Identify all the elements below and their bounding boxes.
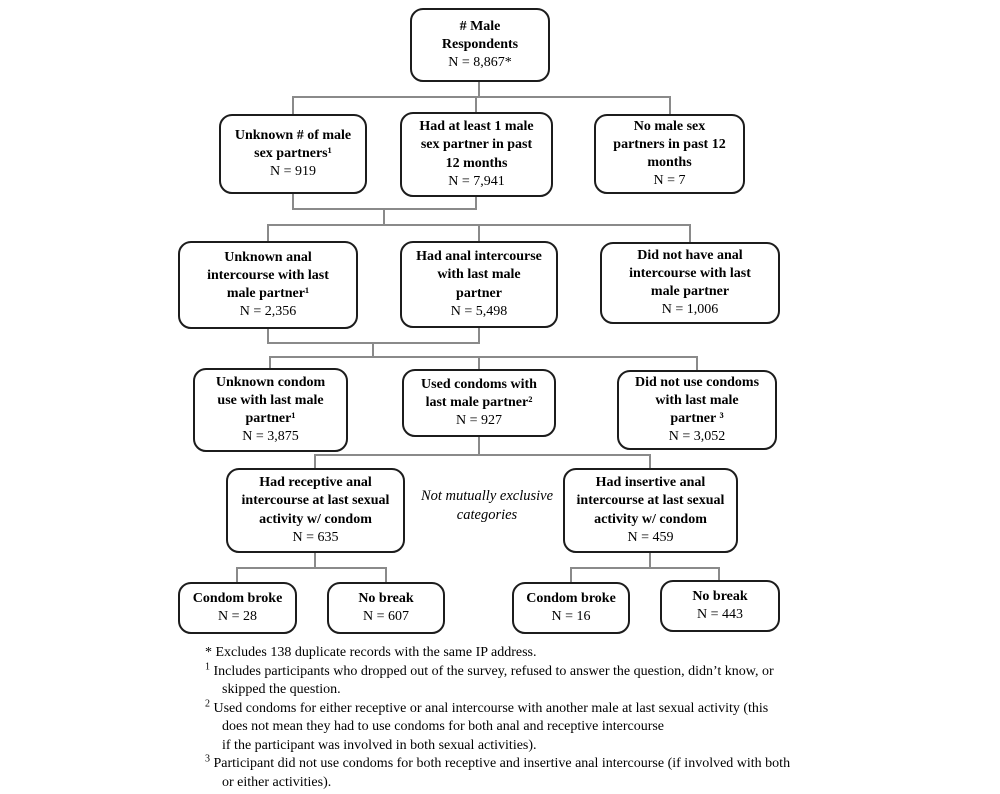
footnote-3: 3 Participant did not use condoms for bo… — [205, 753, 905, 792]
connector-segment — [718, 567, 720, 580]
connector-segment — [478, 437, 480, 456]
footnote-1: 1 Includes participants who dropped out … — [205, 660, 905, 700]
node-label: Did not use condoms with last male partn… — [634, 374, 760, 426]
not-mutually-exclusive-note: Not mutually exclusive categories — [420, 488, 554, 523]
connector-segment — [649, 553, 651, 569]
node-label: Unknown condom use with last male partne… — [215, 374, 326, 426]
node-male-respondents: # Male Respondents N = 8,867* — [410, 8, 550, 82]
footnote-2: 2 Used condoms for either receptive or a… — [205, 697, 905, 756]
node-no-condoms: Did not use condoms with last male partn… — [617, 370, 777, 450]
connector-segment — [292, 96, 294, 114]
connector-segment — [478, 82, 480, 98]
node-insertive-anal: Had insertive anal intercourse at last s… — [563, 468, 738, 553]
connector-segment — [669, 96, 671, 114]
node-no-partners: No male sex partners in past 12 months N… — [594, 114, 745, 194]
node-receptive-anal: Had receptive anal intercourse at last s… — [226, 468, 405, 553]
node-label: Used condoms with last male partner² — [421, 376, 537, 410]
node-label: Had receptive anal intercourse at last s… — [241, 475, 390, 527]
node-label: Had anal intercourse with last male part… — [416, 249, 542, 301]
node-receptive-condom-broke: Condom broke N = 28 — [178, 582, 297, 634]
node-label: Had insertive anal intercourse at last s… — [576, 475, 725, 527]
node-n-value: N = 635 — [292, 529, 339, 545]
node-n-value: N = 3,875 — [242, 429, 299, 445]
node-n-value: N = 5,498 — [450, 303, 508, 319]
connector-segment — [478, 328, 480, 344]
node-label: No break — [692, 588, 748, 604]
node-n-value: N = 7 — [653, 173, 686, 189]
node-n-value: N = 927 — [455, 413, 502, 429]
node-unknown-condom: Unknown condom use with last male partne… — [193, 368, 348, 452]
footnote-text: Used condoms for either receptive or ana… — [213, 700, 769, 753]
node-n-value: N = 919 — [269, 164, 316, 180]
node-receptive-no-break: No break N = 607 — [327, 582, 445, 634]
node-label: Did not have anal intercourse with last … — [629, 247, 751, 299]
connector-segment — [269, 356, 697, 358]
footnotes: * Excludes 138 duplicate records with th… — [205, 644, 905, 792]
node-unknown-anal: Unknown anal intercourse with last male … — [178, 241, 358, 329]
connector-segment — [292, 96, 671, 98]
node-n-value: N = 28 — [217, 609, 257, 624]
connector-segment — [649, 454, 651, 468]
node-n-value: N = 443 — [696, 607, 743, 622]
footnote-asterisk: * Excludes 138 duplicate records with th… — [205, 644, 905, 663]
node-n-value: N = 3,052 — [668, 429, 726, 445]
node-label: Unknown anal intercourse with last male … — [207, 249, 329, 301]
node-had-anal: Had anal intercourse with last male part… — [400, 241, 558, 328]
node-used-condoms: Used condoms with last male partner² N =… — [402, 369, 556, 437]
node-insertive-condom-broke: Condom broke N = 16 — [512, 582, 630, 634]
node-label: Had at least 1 male sex partner in past … — [419, 119, 534, 171]
footnote-text: Excludes 138 duplicate records with the … — [215, 645, 537, 660]
node-label: Condom broke — [526, 590, 616, 606]
footnote-marker: * — [205, 645, 212, 660]
node-had-partner: Had at least 1 male sex partner in past … — [400, 112, 553, 197]
connector-segment — [236, 567, 387, 569]
connector-segment — [314, 454, 651, 456]
connector-segment — [696, 356, 698, 370]
connector-segment — [570, 567, 572, 582]
footnote-marker: 1 — [205, 660, 210, 672]
connector-segment — [267, 329, 269, 344]
connector-segment — [689, 224, 691, 242]
node-label: No male sex partners in past 12 months — [613, 118, 726, 170]
node-no-anal: Did not have anal intercourse with last … — [600, 242, 780, 324]
node-n-value: N = 16 — [551, 609, 591, 624]
node-n-value: N = 459 — [627, 529, 674, 545]
connector-segment — [475, 96, 477, 112]
connector-segment — [475, 197, 477, 210]
connector-segment — [236, 567, 238, 582]
connector-segment — [385, 567, 387, 582]
node-n-value: N = 1,006 — [661, 302, 719, 318]
connector-segment — [269, 356, 271, 368]
node-label: # Male Respondents — [441, 18, 519, 52]
connector-segment — [383, 208, 385, 226]
footnote-marker: 2 — [205, 697, 210, 709]
node-n-value: N = 8,867* — [448, 55, 512, 71]
footnote-marker: 3 — [205, 753, 210, 765]
connector-segment — [292, 194, 294, 210]
footnote-text: Participant did not use condoms for both… — [213, 756, 791, 790]
connector-segment — [267, 224, 269, 241]
connector-segment — [478, 224, 480, 241]
node-label: Unknown # of male sex partners¹ — [234, 127, 352, 161]
node-label: No break — [358, 590, 414, 606]
connector-segment — [478, 356, 480, 369]
node-n-value: N = 607 — [362, 609, 409, 624]
node-n-value: N = 2,356 — [239, 304, 297, 320]
node-unknown-partners: Unknown # of male sex partners¹ N = 919 — [219, 114, 367, 194]
footnote-text: Includes participants who dropped out of… — [213, 663, 774, 698]
connector-segment — [314, 454, 316, 468]
node-insertive-no-break: No break N = 443 — [660, 580, 780, 632]
connector-segment — [314, 553, 316, 569]
node-n-value: N = 7,941 — [448, 173, 505, 189]
connector-segment — [570, 567, 720, 569]
node-label: Condom broke — [192, 590, 283, 606]
connector-segment — [372, 342, 374, 358]
